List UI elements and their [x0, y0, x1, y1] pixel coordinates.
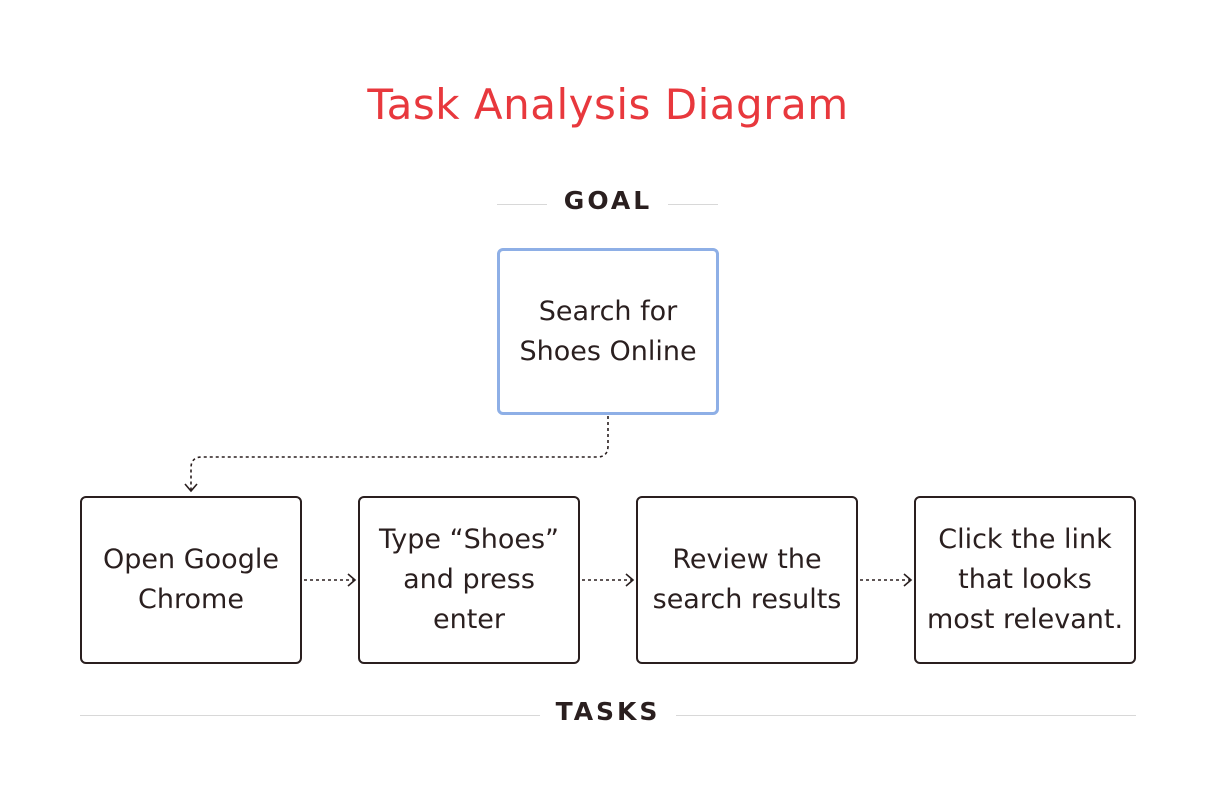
task-text-2: Type “Shoes” and press enter: [378, 524, 560, 635]
task-box-2: Type “Shoes” and press enter: [358, 496, 580, 664]
goal-rule-left: [497, 204, 547, 205]
diagram-title: Task Analysis Diagram: [367, 80, 849, 129]
tasks-label: TASKS: [550, 697, 666, 726]
goal-rule-right: [668, 204, 718, 205]
tasks-rule-right: [676, 715, 1136, 716]
task1-to-task2-arrowhead: [347, 573, 357, 587]
task-text-4: Click the link that looks most relevant.: [926, 524, 1124, 635]
task2-to-task3-arrowhead: [625, 573, 635, 587]
goal-label: GOAL: [555, 186, 661, 215]
task-text-3: Review the search results: [652, 544, 842, 615]
task-text-1: Open Google Chrome: [103, 544, 279, 615]
tasks-rule-left: [80, 715, 540, 716]
task-box-1: Open Google Chrome: [80, 496, 302, 664]
task-box-4: Click the link that looks most relevant.: [914, 496, 1136, 664]
goal-text: Search for Shoes Online: [519, 295, 697, 367]
goal-to-task-connector: [190, 416, 609, 490]
task3-to-task4-arrowhead: [903, 573, 913, 587]
goal-to-task-arrowhead: [184, 483, 198, 493]
task-box-3: Review the search results: [636, 496, 858, 664]
goal-box: Search for Shoes Online: [497, 248, 719, 415]
